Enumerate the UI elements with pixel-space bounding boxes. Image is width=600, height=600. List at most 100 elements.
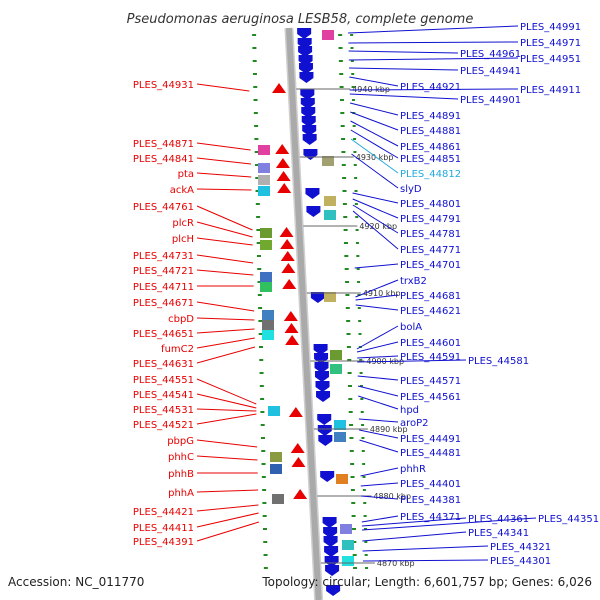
forward-gene-arrow: [291, 457, 306, 467]
forward-gene-arrow: [284, 323, 299, 333]
right-label-leader: [349, 67, 459, 71]
right-gene-label: PLES_44571: [400, 376, 461, 387]
right-label-leader: [349, 88, 519, 91]
right-gene-label: slyD: [400, 184, 422, 195]
right-label-leader: [354, 263, 399, 269]
forward-gene-arrow: [277, 183, 292, 193]
right-label-leader: [352, 210, 399, 250]
right-gene-label: PLES_44701: [400, 260, 461, 271]
gene-block: [270, 452, 282, 462]
reverse-gene-arrow: [305, 188, 320, 199]
right-label-leader: [350, 129, 399, 159]
right-label-leader: [359, 429, 399, 439]
right-label-leader: [349, 102, 399, 116]
left-gene-label: PLES_44411: [133, 523, 194, 534]
left-label-leader: [196, 188, 252, 191]
kbp-label: 4920 kbp: [359, 222, 397, 231]
gene-block: [330, 364, 342, 374]
left-label-leader: [196, 455, 258, 461]
forward-gene-arrow: [282, 279, 297, 289]
right-gene-label: PLES_44381: [400, 495, 461, 506]
left-label-leader: [196, 301, 255, 312]
reverse-gene-arrow: [326, 585, 341, 596]
right-gene-label: PLES_44951: [520, 54, 581, 65]
left-gene-label: PLES_44421: [133, 507, 194, 518]
forward-gene-arrow: [283, 311, 298, 321]
kbp-label: 4890 kbp: [370, 425, 408, 434]
right-label-leader: [362, 531, 467, 542]
gene-block: [322, 30, 334, 40]
right-label-leader: [349, 76, 399, 87]
right-label-leader: [356, 341, 399, 353]
right-gene-label: trxB2: [400, 276, 427, 287]
reverse-gene-arrow: [317, 425, 332, 436]
reverse-gene-arrow: [317, 414, 332, 425]
left-gene-label: ackA: [170, 185, 194, 196]
reverse-gene-arrow: [299, 72, 314, 83]
right-gene-label: phhR: [400, 464, 426, 475]
right-gene-label: PLES_44361: [468, 514, 529, 525]
forward-gene-arrow: [281, 263, 296, 273]
gene-block: [324, 292, 336, 302]
left-label-leader: [196, 337, 255, 349]
left-label-leader: [196, 393, 257, 409]
left-gene-label: PLES_44731: [133, 251, 194, 262]
right-gene-label: PLES_44791: [400, 214, 461, 225]
left-label-leader: [196, 439, 258, 448]
reverse-gene-arrow: [316, 391, 331, 402]
left-gene-label: PLES_44651: [133, 329, 194, 340]
left-gene-label: PLES_44931: [133, 80, 194, 91]
reverse-gene-arrow: [314, 362, 329, 373]
reverse-gene-arrow: [298, 63, 313, 74]
right-label-leader: [348, 50, 459, 54]
left-gene-label: PLES_44761: [133, 202, 194, 213]
gene-block: [342, 556, 354, 566]
right-label-leader: [349, 93, 459, 100]
ruler-ticks: [252, 34, 369, 569]
left-gene-label: PLES_44711: [133, 282, 194, 293]
reverse-gene-arrow: [325, 565, 340, 576]
right-label-leader: [356, 325, 399, 350]
right-gene-label: PLES_44781: [400, 229, 461, 240]
right-label-leader: [355, 304, 399, 311]
right-gene-label: PLES_44991: [520, 22, 581, 33]
right-gene-label: PLES_44861: [400, 142, 461, 153]
left-label-leader: [196, 521, 259, 542]
reverse-gene-arrow: [324, 546, 339, 557]
kbp-label: 4880 kbp: [373, 492, 411, 501]
gene-block: [270, 464, 282, 474]
gene-block: [258, 145, 270, 155]
forward-gene-arrow: [275, 158, 290, 168]
left-label-leader: [196, 254, 254, 264]
right-label-leader: [357, 385, 399, 397]
reverse-gene-arrow: [313, 344, 328, 355]
right-label-leader: [348, 57, 519, 61]
right-gene-label: PLES_44891: [400, 111, 461, 122]
reverse-gene-arrow: [314, 371, 329, 382]
right-label-leader: [361, 517, 467, 527]
left-label-leader: [196, 83, 250, 92]
right-label-leader: [351, 153, 399, 189]
forward-gene-arrow: [288, 407, 303, 417]
left-gene-label: pta: [178, 169, 194, 180]
left-gene-label: cbpD: [168, 314, 194, 325]
left-gene-label: pbpG: [167, 436, 194, 447]
right-gene-label: PLES_44371: [400, 512, 461, 523]
left-label-leader: [196, 205, 253, 231]
right-label-leader: [358, 395, 399, 410]
gene-block: [260, 282, 272, 292]
left-gene-label: PLES_44541: [133, 390, 194, 401]
right-gene-label: PLES_44301: [490, 556, 551, 567]
right-label-leader: [362, 545, 489, 552]
left-label-leader: [196, 269, 254, 276]
right-gene-label: PLES_44961: [460, 49, 521, 60]
gene-block: [268, 406, 280, 416]
forward-gene-arrow: [275, 144, 290, 154]
left-gene-label: PLES_44551: [133, 375, 194, 386]
reverse-gene-arrow: [323, 527, 338, 538]
right-label-leader: [350, 138, 399, 174]
accession-text: Accession: NC_011770: [8, 575, 144, 589]
left-label-leader: [196, 504, 259, 512]
left-gene-label: fumC2: [161, 344, 194, 355]
